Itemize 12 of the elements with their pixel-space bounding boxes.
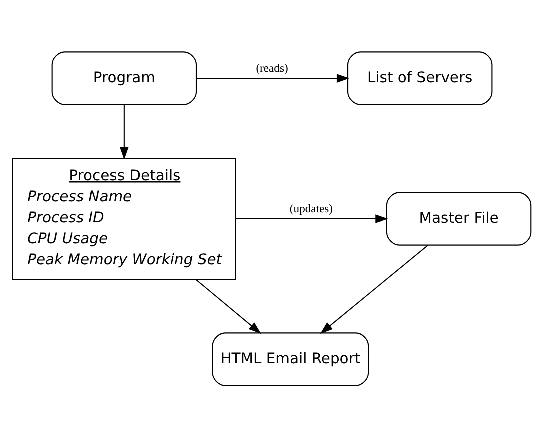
edge-label: (reads) [256,62,288,75]
arrow [236,214,388,224]
node-box: Master File [386,192,532,246]
edge-label: (updates) [290,202,333,216]
node-box: Process Details Process Name Process ID CPU Usage Peak Memory Working Set [12,158,236,280]
arrow [320,245,428,334]
arrow [196,279,262,334]
arrow [196,74,350,83]
arrow [120,104,129,160]
node-box: List of Servers [348,52,493,106]
node-box: Program [52,52,198,106]
node-box: HTML Email Report [212,332,370,386]
